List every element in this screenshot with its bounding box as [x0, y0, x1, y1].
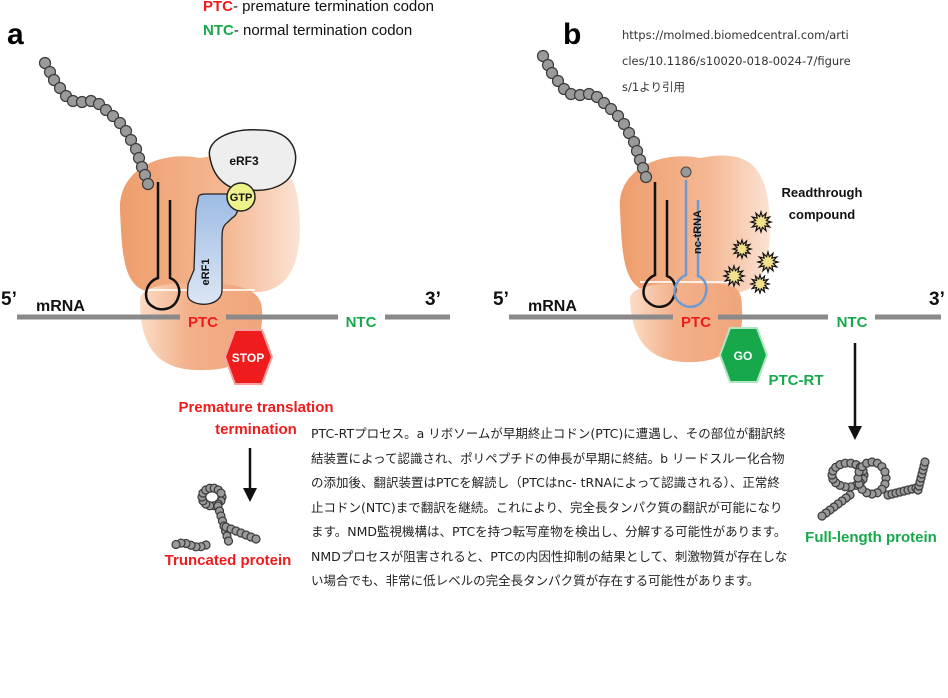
truncated-protein-label: Truncated protein [165, 552, 292, 569]
full-length-protein-label: Full-length protein [805, 529, 937, 546]
legend-ntc-code: NTC [203, 22, 234, 39]
five-prime-label-b: 5’ [493, 289, 509, 310]
amino-acid-bead [53, 81, 67, 95]
go-sign [718, 327, 769, 383]
mrna-label-b: mRNA [528, 298, 577, 315]
amino-acid-bead [536, 49, 550, 63]
gtp-label: GTP [230, 192, 253, 204]
legend-ptc-code: PTC [203, 0, 233, 15]
full-length-protein-icon [817, 457, 930, 521]
nc-trna-label: nc-tRNA [692, 210, 704, 254]
truncated-protein-icon [171, 483, 261, 552]
outcome-line2-a: termination [215, 421, 297, 438]
amino-acid-bead [639, 170, 653, 184]
amino-acid-bead [920, 457, 930, 467]
nc-trna-amino-acid [680, 166, 692, 178]
ribosome-b [619, 155, 770, 363]
amino-acid-bead [124, 133, 138, 147]
figure-caption: PTC-RTプロセス。a リボソームが早期終止コドン(PTC)に遭遇し、その部位… [311, 426, 788, 588]
readthrough-compound-icon [755, 249, 781, 275]
gtp-circle [226, 182, 256, 212]
ntc-label-a: NTC [346, 314, 377, 331]
ptc-label-b: PTC [681, 314, 711, 331]
legend-ptc: PTC- premature termination codon [203, 0, 434, 15]
amino-acid-bead [171, 539, 181, 550]
panel-b-label: b [563, 18, 582, 51]
readthrough-compound-icon [721, 263, 747, 289]
panel-a-label: a [7, 18, 24, 51]
three-prime-label-b: 3’ [929, 289, 945, 310]
legend-ntc: NTC- normal termination codon [203, 22, 412, 39]
amino-acid-bead [216, 488, 226, 498]
readthrough-compound-icon [730, 237, 754, 261]
compound-line1: Readthrough [782, 185, 863, 200]
amino-acid-bead [38, 56, 52, 70]
compound-line2: compound [789, 207, 855, 222]
mrna-label-a: mRNA [36, 298, 85, 315]
trna-a [144, 182, 181, 311]
amino-acid-bead [617, 117, 631, 131]
stop-sign [223, 329, 274, 385]
amino-acid-bead [545, 66, 559, 80]
amino-acid-bead [223, 536, 234, 546]
go-sign-label: GO [734, 349, 753, 363]
ptc-rt-label: PTC-RT [769, 372, 824, 389]
panel-a: eRF3 eRF1 GTP 5’ mRNA 3’ PTC NTC STOP Pr… [1, 56, 450, 569]
nc-trna [673, 180, 708, 309]
five-prime-label-a: 5’ [1, 289, 17, 310]
outcome-line1-a: Premature translation [178, 399, 333, 416]
peptide-chain-a [38, 56, 155, 191]
trna-b [642, 182, 677, 309]
readthrough-compound-icon [748, 272, 772, 296]
amino-acid-bead [817, 511, 827, 521]
ntc-label-b: NTC [837, 314, 868, 331]
amino-acid-bead [611, 109, 625, 123]
ptc-label-a: PTC [188, 314, 218, 331]
legend-ptc-desc: - premature termination codon [233, 0, 434, 15]
arrow-down-icon [243, 448, 257, 502]
amino-acid-bead [141, 177, 155, 191]
three-prime-label-a: 3’ [425, 289, 441, 310]
amino-acid-bead [551, 74, 565, 88]
amino-acid-bead [622, 126, 636, 140]
amino-acid-bead [113, 116, 127, 130]
legend-ntc-desc: - normal termination codon [233, 22, 413, 39]
stop-sign-label: STOP [232, 351, 264, 365]
arrow-down-icon [848, 343, 862, 440]
amino-acid-bead [880, 467, 890, 477]
erf1-shape [186, 193, 239, 305]
amino-acid-bead [119, 124, 133, 138]
panel-b: nc-tRNA Readthrough compound 5’ mRNA 3’ … [493, 49, 945, 546]
peptide-chain-b [536, 49, 653, 184]
erf1-label: eRF1 [200, 259, 212, 286]
readthrough-compound-icons [721, 209, 781, 296]
erf3-label: eRF3 [229, 154, 259, 168]
amino-acid-bead [47, 73, 61, 87]
readthrough-compound-icon [748, 209, 774, 235]
source-citation: https://molmed.biomedcentral.com/article… [622, 28, 851, 94]
amino-acid-bead [251, 534, 261, 544]
